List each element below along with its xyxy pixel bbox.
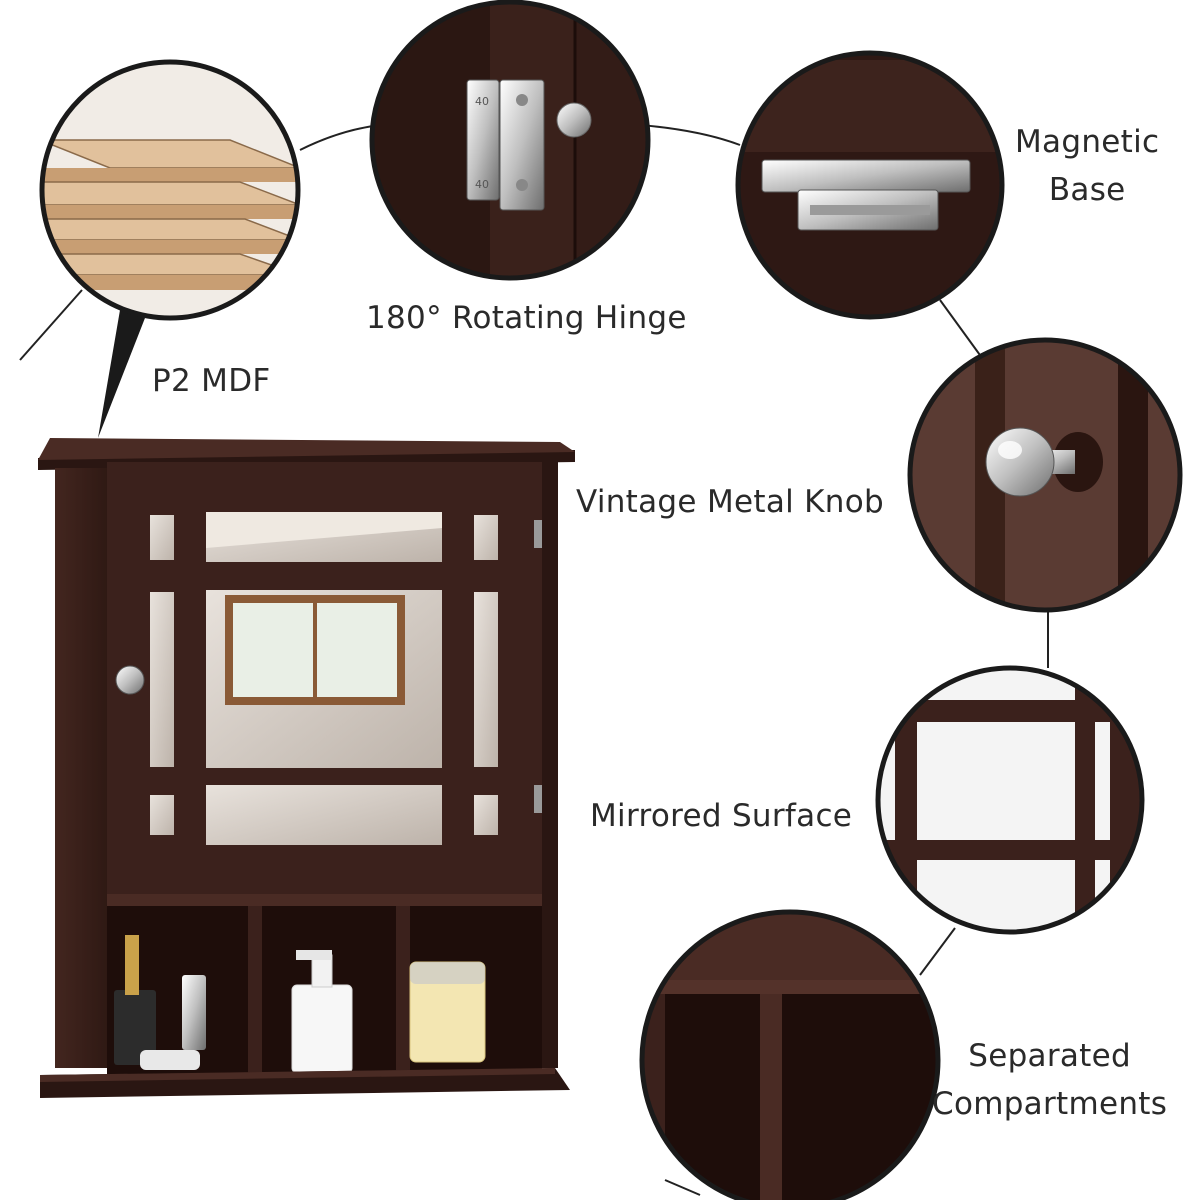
label-hinge: 180° Rotating Hinge: [366, 300, 687, 336]
knob-callout: [907, 337, 1183, 613]
cabinet-knob: [115, 665, 145, 695]
label-magnetic-base: Magnetic Base: [1015, 124, 1160, 209]
hinge-stamp-top: 40: [475, 95, 489, 108]
label-compartments: Separated Compartments: [932, 1038, 1168, 1123]
mirror-callout: [875, 665, 1145, 935]
mdf-callout: [39, 59, 301, 438]
label-knob: Vintage Metal Knob: [576, 484, 884, 520]
hinge-image: [466, 79, 592, 211]
door-mirror: [150, 512, 498, 845]
magnetic-callout: [735, 50, 1005, 320]
mdf-boards-image: [42, 139, 298, 290]
compartment-items: [114, 935, 486, 1074]
magnetic-catch-image: [761, 159, 971, 231]
connector-lines: [19, 124, 1049, 1196]
compartments-callout: [639, 909, 941, 1200]
hinge-callout: [369, 0, 651, 281]
label-mdf: P2 MDF: [152, 363, 271, 399]
cabinet-illustration: [38, 438, 575, 1098]
label-mirror: Mirrored Surface: [590, 798, 853, 834]
hinge-stamp-bottom: 40: [475, 178, 489, 191]
knob-image: [985, 427, 1103, 497]
